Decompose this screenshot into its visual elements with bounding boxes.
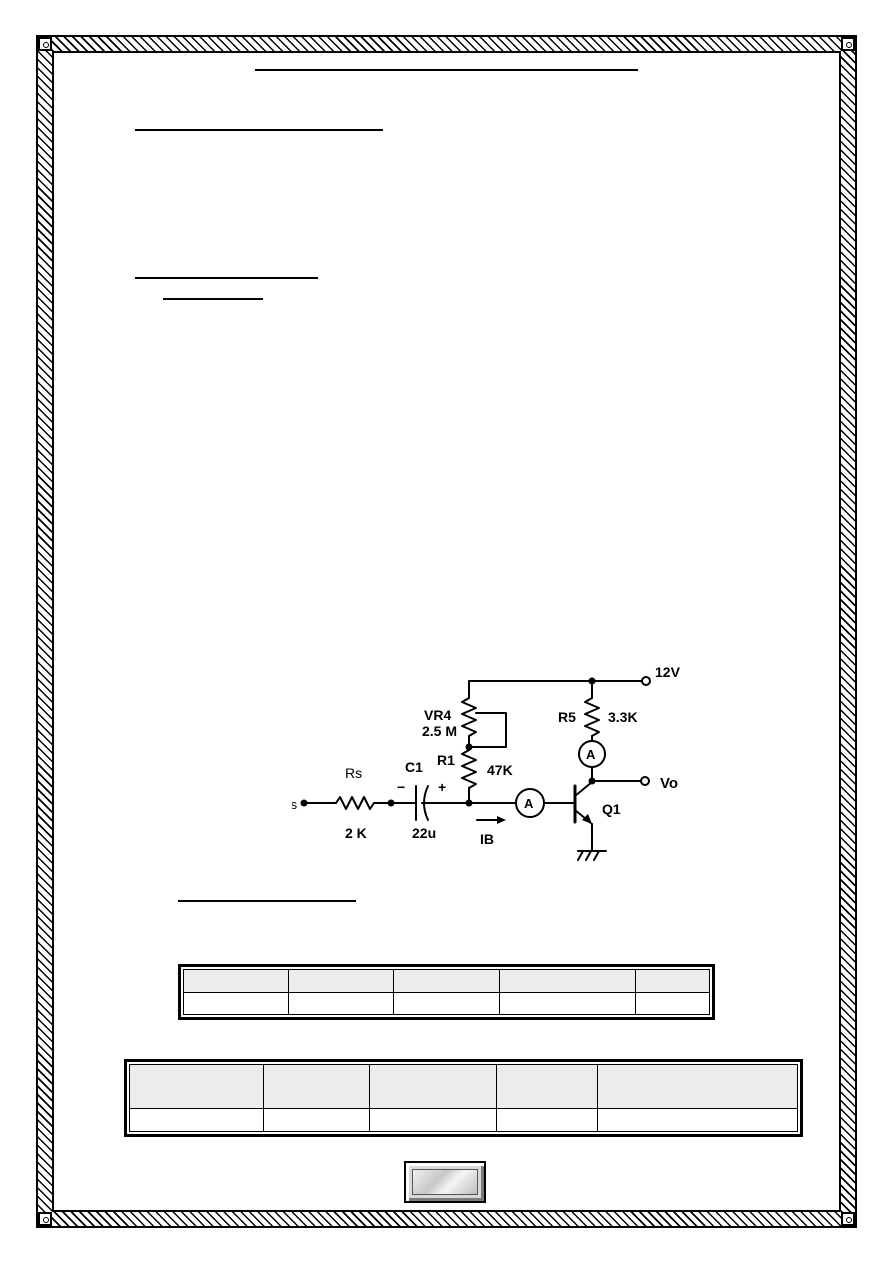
table-cell[interactable]	[393, 969, 500, 993]
vr4-value: 2.5 M	[422, 723, 457, 739]
collector-junction	[588, 777, 596, 785]
r5-label: R5	[558, 709, 576, 725]
supply-terminal	[641, 676, 651, 686]
table-cell[interactable]	[369, 1063, 498, 1110]
supply-junction	[588, 677, 596, 685]
page-number-badge	[404, 1161, 486, 1203]
table-cell[interactable]	[288, 991, 395, 1015]
table-cell[interactable]	[496, 1108, 598, 1132]
table-cell[interactable]	[129, 1063, 264, 1110]
base-ammeter-label: A	[524, 796, 534, 811]
r5-value: 3.3K	[608, 709, 638, 725]
transistor-bias-circuit: 12V Vo VR4 2.5 M R1 47K R5 3.3K C1 − + 2…	[292, 664, 681, 861]
table-cell[interactable]	[369, 1108, 498, 1132]
table-cell[interactable]	[288, 969, 395, 993]
vr4-junction	[465, 743, 473, 751]
table-cell[interactable]	[496, 1063, 598, 1110]
r1-label: R1	[437, 752, 455, 768]
rs-resistor	[335, 796, 375, 810]
r1-value: 47K	[487, 762, 513, 778]
table-cell[interactable]	[262, 1108, 371, 1132]
page-content-area	[52, 51, 841, 1212]
rs-value: 2 K	[345, 825, 367, 841]
vs-label: Vs	[292, 797, 298, 812]
c1-value: 22u	[412, 825, 436, 841]
output-label: Vo	[660, 775, 678, 792]
table-cell[interactable]	[596, 1108, 799, 1132]
ground-hatch	[585, 850, 592, 861]
table-row	[182, 991, 710, 1015]
collector-ammeter-label: A	[586, 747, 596, 762]
section-heading-underline	[135, 129, 383, 131]
rs-junction	[387, 799, 395, 807]
base-junction	[465, 799, 473, 807]
vr4-wiper-loop	[468, 712, 507, 748]
table-cell[interactable]	[182, 969, 290, 993]
c1-plus: +	[438, 779, 446, 795]
q1-collector-leg	[574, 781, 593, 797]
border-corner-top-left	[38, 37, 52, 51]
table-cell[interactable]	[635, 991, 710, 1015]
output-terminal	[640, 776, 650, 786]
table-cell[interactable]	[596, 1063, 799, 1110]
subsection-heading-underline	[163, 298, 263, 300]
border-corner-bottom-right	[841, 1212, 855, 1226]
q1-label: Q1	[602, 801, 621, 817]
section-heading-underline	[135, 277, 318, 279]
vr4-label: VR4	[424, 707, 451, 723]
vs-terminal	[300, 799, 308, 807]
table-cell[interactable]	[262, 1063, 371, 1110]
measurement-table-2	[124, 1059, 803, 1137]
ground-hatch	[593, 850, 600, 861]
ib-label: IB	[480, 831, 494, 847]
page-border-outer	[36, 35, 857, 1228]
table-cell[interactable]	[498, 991, 637, 1015]
c1-label: C1	[405, 759, 423, 775]
page-title-underline	[255, 69, 638, 71]
rs-label: Rs	[345, 765, 362, 781]
supply-label: 12V	[655, 664, 681, 680]
q1-emitter-arrow	[582, 814, 592, 824]
ib-arrow-head	[497, 816, 506, 824]
border-corner-top-right	[841, 37, 855, 51]
border-corner-bottom-left	[38, 1212, 52, 1226]
table-cell[interactable]	[182, 991, 290, 1015]
table-cell[interactable]	[498, 969, 637, 993]
table-cell[interactable]	[393, 991, 500, 1015]
table-row	[182, 969, 710, 993]
page-number-badge-face	[412, 1169, 478, 1195]
measurement-table-1	[178, 964, 715, 1020]
table-row	[129, 1063, 799, 1110]
table-cell[interactable]	[129, 1108, 264, 1132]
c1-minus: −	[397, 779, 405, 795]
ground-hatch	[577, 850, 584, 861]
vr4-resistor	[461, 697, 477, 737]
table-row	[129, 1108, 799, 1132]
r5-resistor	[584, 697, 600, 737]
table-cell[interactable]	[635, 969, 710, 993]
r1-resistor	[461, 749, 477, 789]
section-heading-underline	[178, 900, 356, 902]
